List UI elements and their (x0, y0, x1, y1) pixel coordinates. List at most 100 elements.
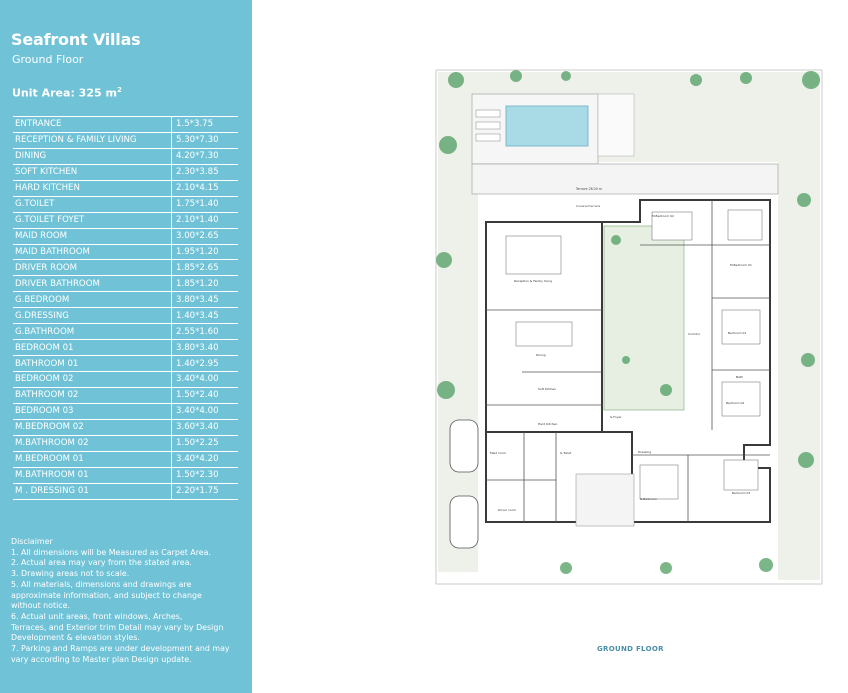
label-dining: Dining (536, 353, 546, 357)
room-partitions (486, 200, 770, 522)
label-maid-room: Maid room (490, 451, 506, 455)
disclaimer-line: 5. All materials, dimensions and drawing… (11, 579, 192, 589)
room-dimension: 3.60*3.40 (171, 419, 238, 436)
disclaimer: Disclaimer 1. All dimensions will be Mea… (11, 537, 243, 665)
info-panel: Seafront Villas Ground Floor Unit Area: … (0, 0, 252, 693)
label-bedroom-02: Bedroom 02 (726, 401, 744, 405)
room-dimension: 2.10*4.15 (171, 180, 238, 197)
room-name: M.BATHROOM 02 (13, 435, 172, 452)
room-dimension: 3.40*4.00 (171, 371, 238, 388)
room-name: G.BATHROOM (13, 323, 172, 341)
car-1 (449, 419, 479, 473)
covered-terrace-label: Covered terrace (576, 204, 600, 208)
entry-steps (575, 473, 635, 527)
room-dimension: 1.50*2.30 (171, 467, 238, 484)
furniture (505, 209, 763, 500)
label-foyer: G.Foyer (610, 415, 622, 419)
room-name: DRIVER BATHROOM (13, 275, 172, 293)
room-dimension: 5.30*7.30 (171, 132, 238, 149)
disclaimer-line: Terraces, and Exterior trim Detail may v… (11, 622, 224, 632)
room-dimension: 3.00*2.65 (171, 228, 238, 245)
room-name: BEDROOM 01 (13, 339, 172, 357)
disclaimer-line: 3. Drawing areas not to scale. (11, 569, 130, 579)
label-driver-room: Driver room (498, 508, 516, 512)
room-name: DINING (13, 148, 172, 165)
room-name: G.TOILET FOYET (13, 212, 172, 229)
floor-subtitle: Ground Floor (12, 53, 84, 66)
disclaimer-line: 1. All dimensions will be Measured as Ca… (11, 547, 211, 557)
label-corridor: Corridor (688, 332, 701, 336)
room-name: BEDROOM 02 (13, 371, 172, 388)
disclaimer-line: approximate information, and subject to … (11, 590, 202, 600)
room-dimension: 3.80*3.45 (171, 291, 238, 309)
room-dimension: 1.40*2.95 (171, 355, 238, 372)
unit-area-text: Unit Area: 325 m (12, 86, 117, 100)
terrace-label: Terrace 28.00 m (575, 187, 602, 191)
disclaimer-line: 6. Actual unit areas, front windows, Arc… (11, 611, 183, 621)
disclaimer-line: 7. Parking and Ramps are under developme… (11, 644, 230, 654)
disclaimer-heading: Disclaimer (11, 537, 53, 546)
room-dimension: 1.85*2.65 (171, 259, 238, 277)
floor-plan-drawing: Terrace 28.00 m Covered terrace (435, 69, 823, 585)
label-g-bedroom: G.Bedroom (640, 497, 657, 501)
room-name: BATHROOM 01 (13, 355, 172, 372)
room-name: SOFT KITCHEN (13, 164, 172, 181)
room-name: G.TOILET (13, 196, 172, 213)
label-hard-kitchen: Hard Kitchen (538, 422, 558, 426)
room-dimension: 1.50*2.40 (171, 387, 238, 404)
greenery (436, 70, 820, 574)
room-dimension: 1.85*1.20 (171, 275, 238, 293)
room-name: M.BATHROOM 01 (13, 467, 172, 484)
room-dimension: 1.75*1.40 (171, 196, 238, 213)
unit-area: Unit Area: 325 m2 (12, 86, 122, 100)
room-dimension: 2.10*1.40 (171, 212, 238, 229)
label-reception: Reception & Family living (514, 279, 552, 283)
room-dimension: 1.95*1.20 (171, 244, 238, 261)
room-name: DRIVER ROOM (13, 259, 172, 277)
room-dimension: 1.50*2.25 (171, 435, 238, 452)
room-name: MAID BATHROOM (13, 244, 172, 261)
room-name: ENTRANCE (13, 116, 172, 133)
label-bedroom-01: Bedroom 01 (728, 331, 746, 335)
disclaimer-line: Development & elevation styles. (11, 633, 140, 643)
room-name: HARD KITCHEN (13, 180, 172, 197)
room-dimension: 1.5*3.75 (171, 116, 238, 133)
label-m-bedroom-02: M.Bedroom 02 (652, 214, 674, 218)
disclaimer-line: vary according to Master plan Design upd… (11, 654, 192, 664)
room-name: M.BEDROOM 01 (13, 451, 172, 468)
room-dimension: 1.40*3.45 (171, 307, 238, 325)
plan-caption: GROUND FLOOR (597, 645, 664, 653)
label-bedroom-03: Bedroom 03 (732, 491, 750, 495)
label-g-toilet: G.Toilet (560, 451, 572, 455)
room-name: MAID ROOM (13, 228, 172, 245)
pool-steps (597, 93, 635, 157)
disclaimer-line: 2. Actual area may vary from the stated … (11, 558, 192, 568)
swimming-pool (505, 105, 589, 147)
room-dimension: 4.20*7.30 (171, 148, 238, 165)
label-bath: Bath (736, 375, 743, 379)
sunbed-3 (475, 133, 501, 142)
room-name: BATHROOM 02 (13, 387, 172, 404)
label-m-bedroom-01: M.Bedroom 01 (730, 263, 752, 267)
sunbed-2 (475, 121, 501, 130)
